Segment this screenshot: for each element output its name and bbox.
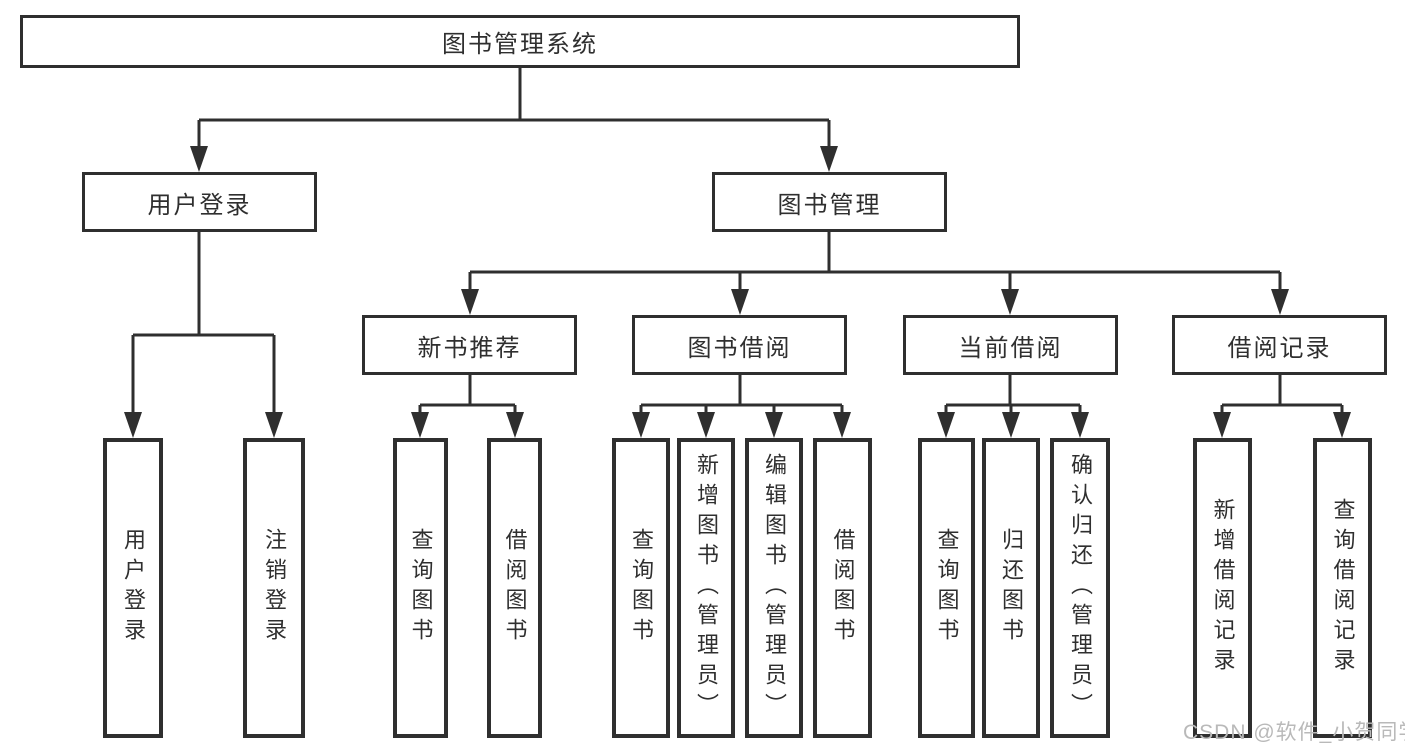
node-label: 图书管理: [777, 191, 882, 219]
arrowhead: [1002, 412, 1020, 438]
arrowhead: [190, 146, 208, 172]
node-label: 图书借阅: [687, 334, 792, 362]
arrowhead: [1071, 412, 1089, 438]
leaf-bb-add-books: 新增图书（管理员）: [677, 438, 735, 738]
node-label: 图书管理系统: [442, 31, 598, 58]
arrowhead: [1001, 289, 1019, 315]
node-current-borrow: 当前借阅: [903, 315, 1118, 375]
leaf-cb-query-books: 查询图书: [918, 438, 975, 738]
node-label: 注销登录: [262, 528, 287, 648]
leaf-bb-borrow-books: 借阅图书: [813, 438, 872, 738]
leaf-user-login: 用户登录: [103, 438, 163, 738]
leaf-bb-edit-books: 编辑图书（管理员）: [745, 438, 803, 738]
arrowhead: [1333, 412, 1351, 438]
node-label: 当前借阅: [958, 334, 1063, 362]
arrowhead: [124, 412, 142, 438]
node-label: 借阅图书: [502, 528, 528, 648]
leaf-bb-query-books: 查询图书: [612, 438, 670, 738]
arrowhead: [461, 289, 479, 315]
arrowhead: [731, 289, 749, 315]
csdn-watermark: CSDN @软件_小贺同学: [1183, 721, 1405, 744]
node-label: 编辑图书（管理员）: [762, 453, 787, 723]
node-book-borrow: 图书借阅: [632, 315, 847, 375]
node-user-login: 用户登录: [82, 172, 317, 232]
node-label: 新书推荐: [417, 334, 522, 362]
node-label: 新增借阅记录: [1210, 498, 1236, 678]
node-label: 查询图书: [629, 528, 654, 648]
arrowhead: [632, 412, 650, 438]
node-root-system: 图书管理系统: [20, 15, 1020, 68]
node-label: 查询图书: [934, 528, 960, 648]
leaf-nb-borrow-books: 借阅图书: [487, 438, 542, 738]
arrowhead: [265, 412, 283, 438]
leaf-cb-return-books: 归还图书: [982, 438, 1040, 738]
arrowhead: [765, 412, 783, 438]
arrowhead: [697, 412, 715, 438]
leaf-nb-query-books: 查询图书: [393, 438, 448, 738]
leaf-cb-confirm-return: 确认归还（管理员）: [1050, 438, 1110, 738]
node-label: 借阅记录: [1227, 334, 1332, 362]
node-borrow-records: 借阅记录: [1172, 315, 1387, 375]
leaf-br-add-record: 新增借阅记录: [1193, 438, 1252, 738]
arrowhead: [1271, 289, 1289, 315]
node-new-book-recommend: 新书推荐: [362, 315, 577, 375]
node-label: 查询图书: [408, 528, 434, 648]
arrowhead: [506, 412, 524, 438]
arrowhead: [833, 412, 851, 438]
node-label: 新增图书（管理员）: [694, 453, 719, 723]
leaf-br-query-record: 查询借阅记录: [1313, 438, 1372, 738]
arrowhead: [820, 146, 838, 172]
node-book-management: 图书管理: [712, 172, 947, 232]
arrowhead: [411, 412, 429, 438]
node-label: 用户登录: [147, 191, 252, 219]
node-label: 确认归还（管理员）: [1068, 453, 1093, 723]
arrowhead: [937, 412, 955, 438]
node-label: 借阅图书: [830, 528, 856, 648]
node-label: 归还图书: [999, 528, 1024, 648]
leaf-logout: 注销登录: [243, 438, 305, 738]
node-label: 用户登录: [121, 528, 146, 648]
node-label: 查询借阅记录: [1330, 498, 1356, 678]
arrowhead: [1213, 412, 1231, 438]
